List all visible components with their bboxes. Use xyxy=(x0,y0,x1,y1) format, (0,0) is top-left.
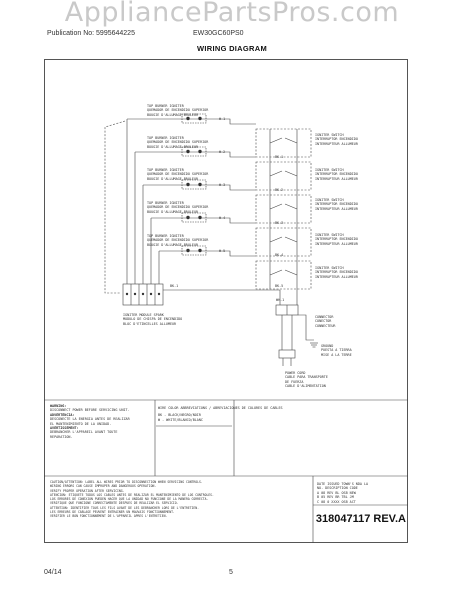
burner-wire-3: W-3 xyxy=(219,183,226,187)
diagram-frame xyxy=(44,59,408,543)
module-wire-label: BK-1 xyxy=(170,284,179,288)
document-number: 318047117 REV.A xyxy=(315,513,406,525)
burner-wire-1: W-1 xyxy=(219,117,226,121)
diagram-title: WIRING DIAGRAM xyxy=(196,44,268,53)
watermark: AppliancePartsPros.com xyxy=(64,0,400,28)
switch-wire-1: BK-1 xyxy=(275,155,284,159)
switch-wire-5: BK-5 xyxy=(275,284,284,288)
switch-wire-4: BK-4 xyxy=(275,253,284,257)
switch-wire-3: BK-3 xyxy=(275,221,284,225)
warning-block: WARNING: DISCONNECT POWER BEFORE SERVICI… xyxy=(50,404,130,439)
model-number: EW30GC60PS0 xyxy=(193,30,244,37)
wire-color-codes: WIRE COLOR ABBREVIATIONS / ABREVIACIONES… xyxy=(158,406,283,422)
switch-wire-2: BK-2 xyxy=(275,188,284,192)
burner-wire-5: W-5 xyxy=(219,249,226,253)
burner-wire-4: W-4 xyxy=(219,216,226,220)
connector-wire-label: WH-1 xyxy=(276,298,285,302)
footer-page: 5 xyxy=(229,569,233,576)
revision-table: DATE ISSUED TOWN'S NDA LA NO. DESCRIPTIO… xyxy=(317,482,369,504)
footer-date: 04/14 xyxy=(44,569,62,576)
publication-number: Publication No: 5995644225 xyxy=(47,30,135,37)
burner-wire-2: W-2 xyxy=(219,150,226,154)
caution-block: CAUTION/ATTENTION: LABEL ALL WIRES PRIOR… xyxy=(50,480,214,519)
